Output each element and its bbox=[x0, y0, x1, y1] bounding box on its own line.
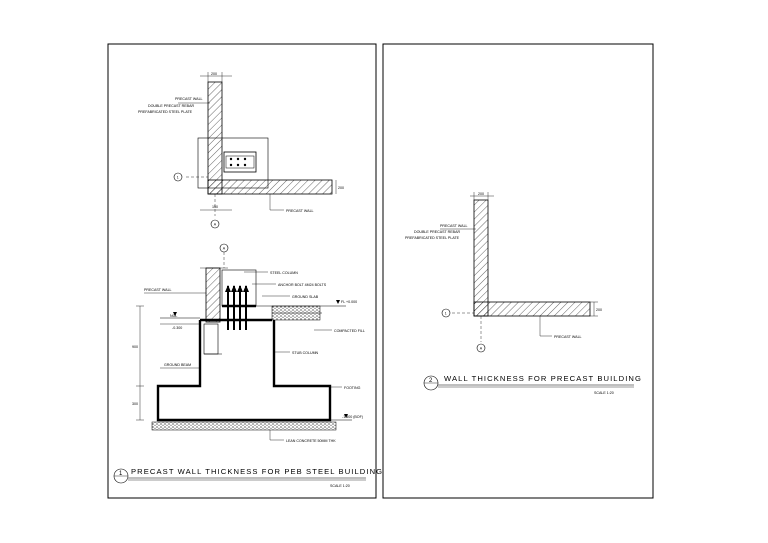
plan-steel-plate bbox=[223, 151, 257, 173]
corner-dim-top: 200 bbox=[478, 192, 484, 196]
section-dim-upper: 900 bbox=[132, 345, 138, 349]
section-lean-concrete bbox=[151, 421, 337, 431]
wall-corner-detail: 200 200 1 A PRECAST WALL DOUBLE PRECAST … bbox=[405, 192, 602, 353]
section-view-detail: A NGL -0.300 bbox=[132, 243, 365, 443]
callout-footing: FOOTING bbox=[344, 386, 361, 390]
left-sheet-frame bbox=[107, 43, 377, 499]
section-wall-stub bbox=[203, 323, 219, 355]
drawing-number-1: 1 bbox=[119, 471, 123, 477]
corner-wall-horizontal bbox=[473, 301, 591, 317]
right-sheet-frame bbox=[382, 43, 654, 499]
drawing-title-1: PRECAST WALL THICKNESS FOR PEB STEEL BUI… bbox=[131, 467, 383, 476]
callout-precast-wall: PRECAST WALL bbox=[144, 288, 172, 292]
callout-finish-level: FL +0.000 bbox=[341, 300, 357, 304]
section-footing-outline bbox=[156, 320, 332, 422]
plan-column-box bbox=[197, 137, 269, 189]
section-label-ngl: NGL bbox=[170, 314, 177, 318]
corner-callout-precast-wall: PRECAST WALL bbox=[440, 224, 468, 228]
plan-callout-steel-plate: PREFABRICATED STEEL PLATE bbox=[138, 110, 193, 114]
drawing-scale-1: SCALE 1:20 bbox=[330, 484, 350, 488]
plan-grid-bubble-a bbox=[210, 219, 220, 229]
corner-grid-a-label: A bbox=[480, 346, 483, 350]
section-grid-a-label: A bbox=[223, 246, 226, 250]
title-block-1: 1 PRECAST WALL THICKNESS FOR PEB STEEL B… bbox=[113, 467, 383, 488]
callout-bottom-level: -1.500 (BOF) bbox=[342, 415, 363, 419]
plan-grid-bubble-1 bbox=[173, 172, 183, 182]
corner-wall-vertical bbox=[473, 199, 489, 317]
callout-stub-column: STUB COLUMN bbox=[292, 351, 319, 355]
corner-callout-bottom: PRECAST WALL bbox=[554, 335, 582, 339]
plan-dim-bottom: 150 bbox=[212, 205, 218, 209]
plan-callout-double-rebar: DOUBLE PRECAST REBAR bbox=[148, 104, 194, 108]
section-precast-wall bbox=[205, 267, 221, 323]
plan-dim-top: 200 bbox=[211, 72, 217, 76]
corner-callout-double-rebar: DOUBLE PRECAST REBAR bbox=[414, 230, 460, 234]
plan-view-detail: 200 1 A 150 200 PRECAST WALL DOUBLE PREC… bbox=[138, 72, 344, 229]
callout-lean-concrete: LEAN CONCRETE 50MM THK bbox=[286, 439, 336, 443]
section-label-level-minus: -0.300 bbox=[172, 326, 182, 330]
plan-callout-precast-wall: PRECAST WALL bbox=[175, 97, 203, 101]
corner-grid-1-label: 1 bbox=[445, 311, 447, 315]
callout-ground-slab: GROUND SLAB bbox=[292, 295, 319, 299]
drawing-scale-2: SCALE 1:20 bbox=[594, 391, 614, 395]
drawing-number-2: 2 bbox=[429, 378, 433, 384]
callout-ground-beam: GROUND BEAM bbox=[164, 363, 191, 367]
callout-compacted-fill: COMPACTED FILL bbox=[334, 329, 365, 333]
plan-dim-right: 200 bbox=[338, 186, 344, 190]
section-dim-lower: 300 bbox=[132, 402, 138, 406]
anchor-bolts bbox=[225, 285, 249, 330]
plan-callout-bottom: PRECAST WALL bbox=[286, 209, 314, 213]
corner-dim-right: 200 bbox=[596, 308, 602, 312]
corner-grid-bubble-1 bbox=[441, 308, 451, 318]
drawing-title-2: WALL THICKNESS FOR PRECAST BUILDING bbox=[444, 374, 642, 383]
corner-grid-bubble-a bbox=[476, 343, 486, 353]
callout-anchor-bolts: ANCHOR BOLT 4M24 BOLTS bbox=[278, 283, 327, 287]
plan-wall-horizontal bbox=[207, 179, 333, 195]
corner-callout-steel-plate: PREFABRICATED STEEL PLATE bbox=[405, 236, 460, 240]
title-block-2: 2 WALL THICKNESS FOR PRECAST BUILDING SC… bbox=[423, 374, 642, 395]
plan-grid-a-label: A bbox=[214, 222, 217, 226]
plan-grid-1-label: 1 bbox=[177, 175, 179, 179]
callout-steel-column: STEEL COLUMN bbox=[270, 271, 298, 275]
